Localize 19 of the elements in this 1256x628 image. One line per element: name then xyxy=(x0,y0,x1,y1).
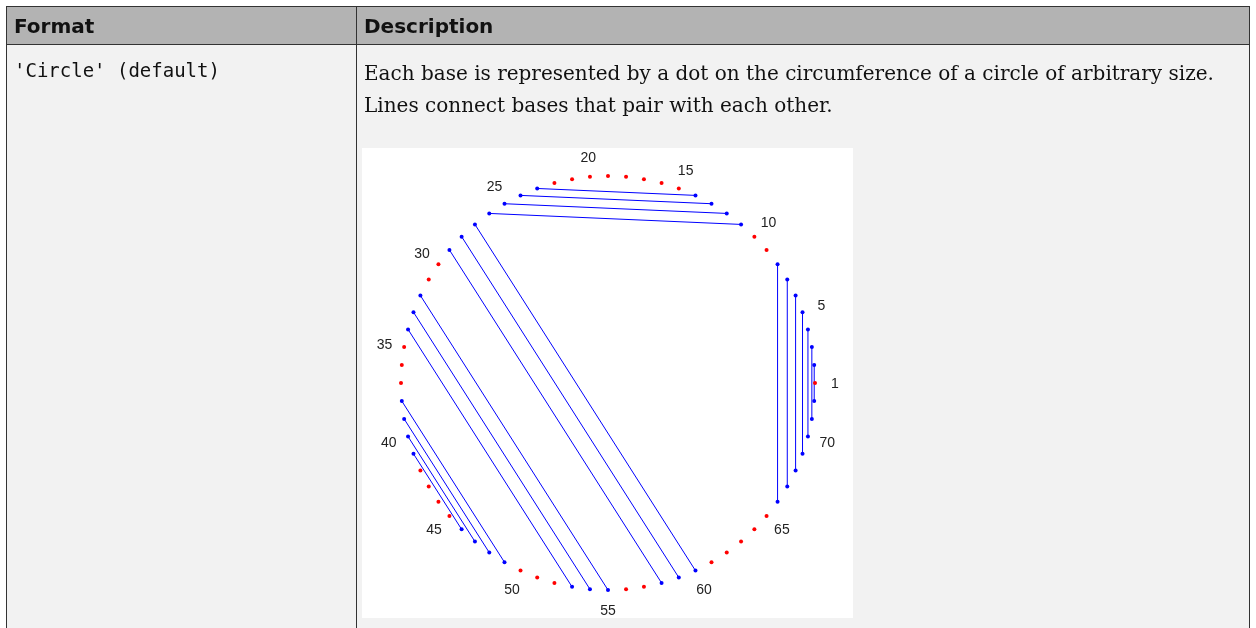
base-number: 30 xyxy=(414,244,430,261)
column-header: Description xyxy=(364,13,494,40)
base-number: 25 xyxy=(486,178,503,195)
column-header: Format xyxy=(14,13,95,40)
base-number: 60 xyxy=(696,580,712,597)
base-number: 5 xyxy=(817,297,826,314)
base-number: 40 xyxy=(380,433,397,450)
base-number: 20 xyxy=(580,148,596,165)
base-number: 1 xyxy=(831,375,839,391)
base-number: 65 xyxy=(774,520,790,537)
format-name: 'Circle' (default) xyxy=(14,58,220,83)
base-number: 10 xyxy=(760,214,777,231)
base-number: 35 xyxy=(376,335,393,352)
base-number: 45 xyxy=(426,520,442,537)
base-number: 15 xyxy=(677,161,694,178)
base-number: 55 xyxy=(600,602,616,618)
base-number: 50 xyxy=(504,580,520,597)
description-text: Each base is represented by a dot on the circumference of a circle of arbitrary size. Lines connect bases that pair with each other. xyxy=(364,60,1215,119)
base-number: 70 xyxy=(819,433,836,450)
